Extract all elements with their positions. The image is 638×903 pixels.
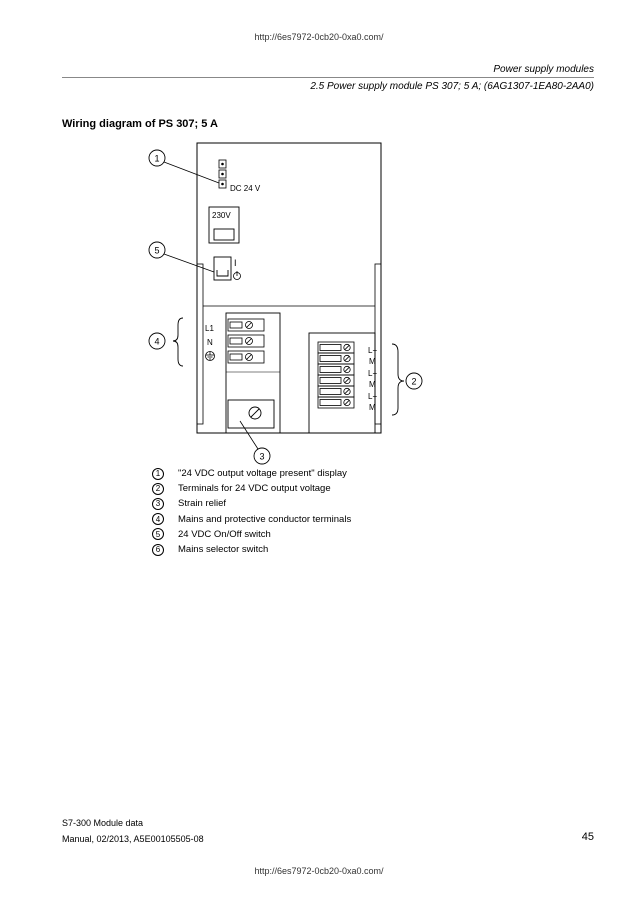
- terminal-l1-label: L1: [205, 324, 214, 333]
- section-title: Wiring diagram of PS 307; 5 A: [62, 118, 218, 130]
- legend-item: 6 Mains selector switch: [150, 542, 351, 557]
- svg-text:3: 3: [259, 452, 264, 462]
- callout-4: 4: [148, 332, 166, 350]
- strain-relief: [227, 399, 275, 429]
- output-label-4: M: [369, 380, 376, 389]
- svg-text:1: 1: [154, 154, 159, 164]
- voltage-label: 230V: [212, 211, 231, 220]
- legend-item: 1 "24 VDC output voltage present" displa…: [150, 466, 351, 481]
- bracket-right: [391, 343, 405, 416]
- legend-item: 5 24 VDC On/Off switch: [150, 527, 351, 542]
- footer-title: S7-300 Module data: [62, 818, 144, 828]
- output-label-3: L+: [368, 369, 377, 378]
- switch-on-symbol: I: [234, 258, 237, 268]
- legend-text: Mains selector switch: [178, 544, 269, 556]
- voltage-selector: [208, 206, 240, 244]
- output-terminal-block: [308, 332, 376, 434]
- top-url: http://6es7972-0cb20-0xa0.com/: [254, 32, 384, 42]
- led-display: [218, 159, 227, 189]
- output-label-1: L+: [368, 346, 377, 355]
- output-label-5: L+: [368, 392, 377, 401]
- legend-text: "24 VDC output voltage present" display: [178, 468, 347, 480]
- legend-item: 4 Mains and protective conductor termina…: [150, 512, 351, 527]
- output-terminals: [317, 341, 355, 409]
- callout-2: 2: [405, 372, 423, 390]
- header-chapter: Power supply modules: [493, 64, 594, 75]
- callout-1: 1: [148, 149, 220, 184]
- legend-item: 2 Terminals for 24 VDC output voltage: [150, 481, 351, 496]
- legend-number: 5: [152, 528, 164, 541]
- callout-5: 5: [148, 241, 215, 273]
- output-label-6: M: [369, 403, 376, 412]
- legend-item: 3 Strain relief: [150, 496, 351, 511]
- on-off-switch: [213, 256, 232, 281]
- legend-list: 1 "24 VDC output voltage present" displa…: [150, 466, 351, 557]
- dc-label: DC 24 V: [230, 184, 261, 193]
- svg-text:2: 2: [411, 377, 416, 387]
- ground-icon: [205, 351, 215, 361]
- output-label-2: M: [369, 357, 376, 366]
- svg-text:4: 4: [154, 337, 159, 347]
- legend-text: 24 VDC On/Off switch: [178, 528, 271, 540]
- power-off-icon: [233, 271, 241, 280]
- mains-terminals: [227, 318, 265, 364]
- wiring-diagram: DC 24 V 230V I L1 N: [148, 142, 423, 465]
- mains-terminal-block: [225, 312, 281, 434]
- legend-number: 3: [152, 497, 164, 510]
- bracket-left: [172, 317, 184, 367]
- header-section: 2.5 Power supply module PS 307; 5 A; (6A…: [310, 81, 594, 92]
- output-terminal-labels: L+ M L+ M L+ M: [368, 346, 377, 412]
- terminal-n-label: N: [207, 338, 213, 347]
- legend-number: 2: [152, 482, 164, 495]
- page-number: 45: [581, 831, 594, 843]
- legend-text: Mains and protective conductor terminals: [178, 513, 352, 525]
- legend-text: Terminals for 24 VDC output voltage: [178, 483, 331, 495]
- footer-manual: Manual, 02/2013, A5E00105505-08: [62, 834, 204, 844]
- bottom-url: http://6es7972-0cb20-0xa0.com/: [254, 866, 384, 876]
- legend-number: 1: [152, 467, 164, 480]
- left-rail: [196, 263, 204, 425]
- legend-number: 6: [152, 543, 164, 556]
- header-divider: [62, 77, 594, 78]
- svg-text:5: 5: [154, 246, 159, 256]
- legend-text: Strain relief: [178, 498, 227, 510]
- callout-3: 3: [239, 420, 271, 465]
- legend-number: 4: [152, 513, 164, 526]
